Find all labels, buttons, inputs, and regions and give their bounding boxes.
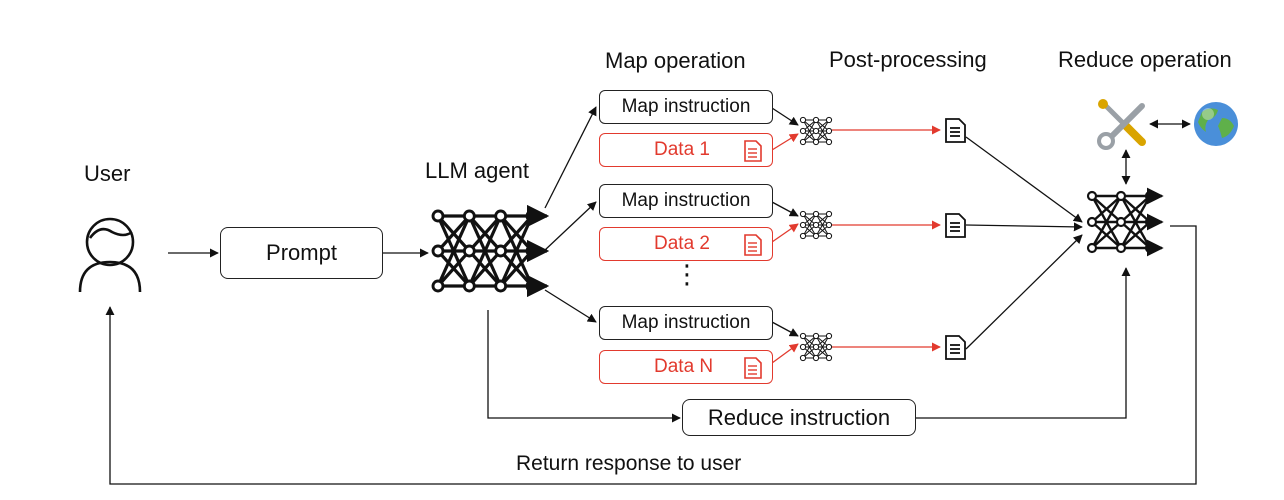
reduce-instruction-label: Reduce instruction	[707, 404, 891, 430]
globe-icon	[1194, 102, 1238, 146]
document-icon	[744, 234, 762, 256]
data-box: Data 2	[599, 227, 773, 261]
document-icon	[945, 118, 966, 143]
map-instruction-label: Map instruction	[621, 96, 751, 117]
post-processing-header: Post-processing	[829, 47, 987, 72]
llm-agent-network-icon	[431, 204, 550, 298]
data-box: Data 1	[599, 133, 773, 167]
document-icon	[744, 357, 762, 379]
map-operation-header: Map operation	[605, 48, 746, 73]
document-icon	[945, 335, 966, 360]
wrench-screwdriver-icon	[1097, 99, 1146, 150]
prompt-box: Prompt	[220, 227, 383, 279]
map-network-icon	[799, 116, 833, 146]
user-label: User	[84, 161, 131, 186]
reduce-operation-header: Reduce operation	[1058, 47, 1232, 72]
data-box: Data N	[599, 350, 773, 384]
data-label: Data 2	[654, 233, 710, 254]
prompt-label: Prompt	[266, 240, 337, 265]
document-icon	[744, 140, 762, 162]
map-instruction-box: Map instruction	[599, 306, 773, 340]
map-instruction-box: Map instruction	[599, 90, 773, 124]
data-label: Data 1	[654, 139, 710, 160]
reduce-instruction-box: Reduce instruction	[682, 399, 916, 436]
map-network-icon	[799, 210, 833, 240]
map-instruction-box: Map instruction	[599, 184, 773, 218]
map-network-icon	[799, 332, 833, 362]
llm-agent-label: LLM agent	[425, 158, 529, 183]
ellipsis: ⋮	[674, 259, 700, 289]
data-label: Data N	[654, 356, 714, 377]
reduce-network-icon	[1086, 187, 1164, 257]
document-icon	[945, 213, 966, 238]
user-icon	[78, 217, 142, 293]
map-instruction-label: Map instruction	[621, 190, 751, 211]
return-response-label: Return response to user	[516, 452, 742, 475]
map-instruction-label: Map instruction	[621, 312, 751, 333]
